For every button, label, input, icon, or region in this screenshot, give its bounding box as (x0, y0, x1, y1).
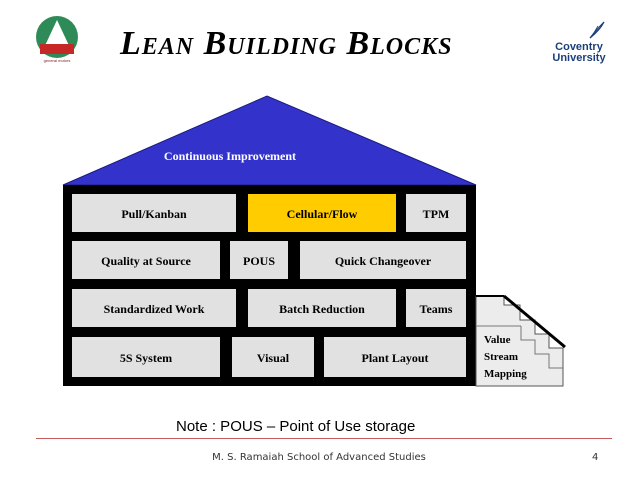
footnote: Note : POUS – Point of Use storage (176, 418, 416, 435)
stairs-label-line1: Value (484, 334, 511, 346)
institution-logo (34, 14, 80, 66)
block-pous (230, 241, 288, 279)
block-label: POUS (243, 254, 275, 268)
stairs-label-line3: Mapping (484, 368, 527, 380)
logo-caption: general motors (43, 58, 71, 63)
footer-text: M. S. Ramaiah School of Advanced Studies (212, 452, 426, 463)
block-label: TPM (423, 207, 450, 221)
roof-label: Continuous Improvement (164, 149, 296, 163)
block-tpm (406, 194, 466, 232)
block-label: Plant Layout (361, 351, 428, 365)
block-standardized-work (72, 289, 236, 327)
feather-icon (589, 21, 605, 39)
slide-title: Lean Building Blocks (120, 25, 453, 62)
stairs (475, 295, 564, 387)
block-batch-reduction (248, 289, 396, 327)
logo-text-line2: University (552, 52, 606, 64)
block-label: Visual (257, 351, 290, 365)
block-label: 5S System (120, 351, 172, 365)
logo-emblem-icon (36, 16, 78, 58)
block-visual (232, 337, 314, 377)
block-label: Quick Changeover (335, 254, 432, 268)
block-5s-system (72, 337, 220, 377)
block-label: Standardized Work (104, 302, 205, 316)
stairs-label-line2: Stream (484, 351, 518, 363)
block-label: Teams (420, 302, 453, 316)
stair-steps (476, 325, 563, 369)
block-cellular-flow (248, 194, 396, 232)
footer-divider (36, 438, 612, 439)
house-roof (62, 95, 477, 186)
block-pull-kanban (72, 194, 236, 232)
page-number: 4 (592, 452, 599, 463)
block-label: Quality at Source (101, 254, 191, 268)
block-label: Batch Reduction (279, 302, 365, 316)
block-quick-changeover (300, 241, 466, 279)
stair-rail-diagonal (503, 294, 566, 349)
university-logo: Coventry University (548, 20, 610, 66)
block-label: Pull/Kanban (121, 207, 187, 221)
block-quality-at-source (72, 241, 220, 279)
block-plant-layout (324, 337, 466, 377)
block-label: Cellular/Flow (287, 207, 358, 221)
logo-text-line1: Coventry (555, 41, 603, 53)
block-teams (406, 289, 466, 327)
